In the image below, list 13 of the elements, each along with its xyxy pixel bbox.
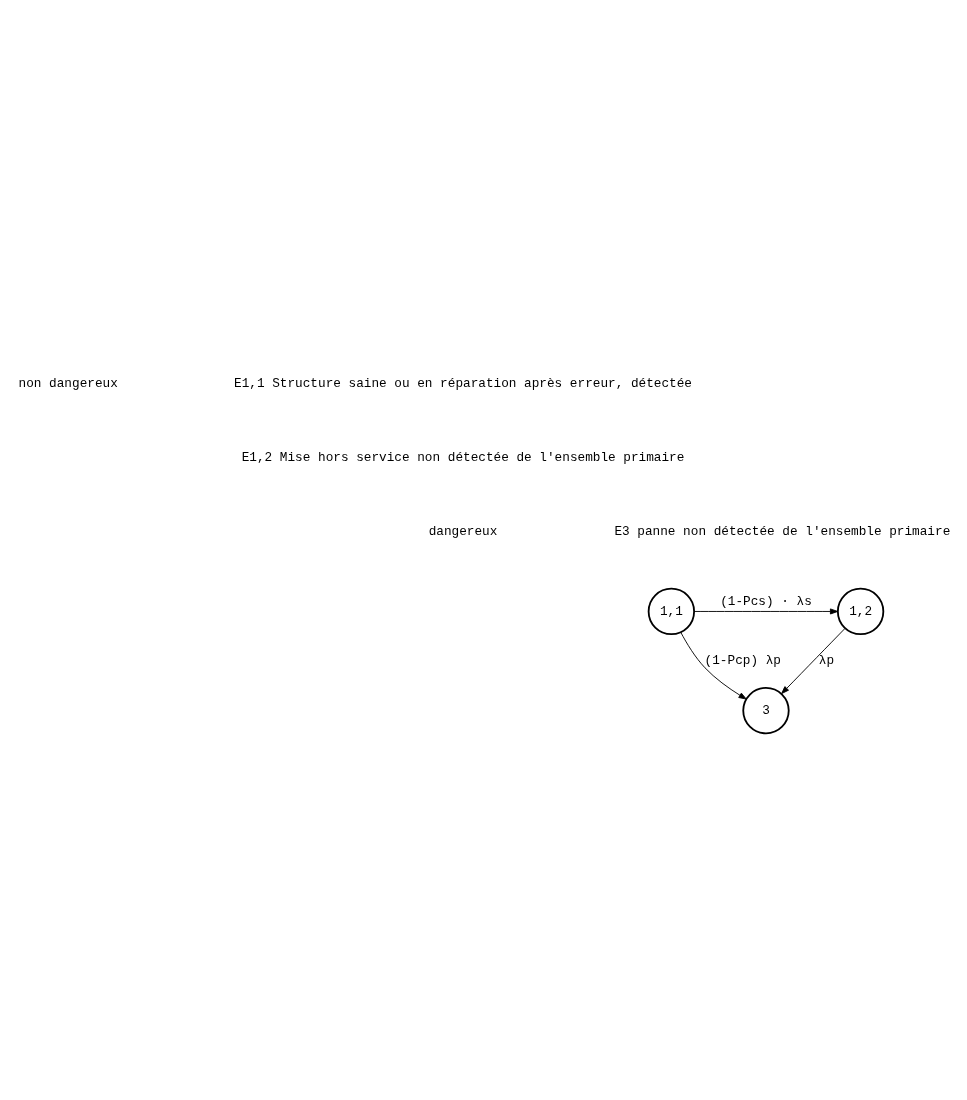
node-circle: 1,1 [647, 587, 695, 635]
arrow [680, 631, 747, 700]
label: dangereux [428, 523, 498, 539]
label: E1,1 Structure saine ou en réparation après erreur, détectée [234, 375, 693, 391]
edge-label: (1-Pcp) λp [704, 652, 781, 668]
arrow [781, 627, 846, 694]
node-circle: 1,2 [836, 587, 885, 635]
edge-label: (1-Pcs) · λs [720, 593, 812, 609]
label: non dangereux [18, 375, 118, 391]
label: E1,2 Mise hors service non détectée de l'ensemble primaire [241, 449, 685, 465]
label: E3 panne non détectée de l'ensemble primaire [614, 523, 951, 539]
arrow [693, 607, 839, 614]
edge-label: λp [818, 652, 835, 668]
